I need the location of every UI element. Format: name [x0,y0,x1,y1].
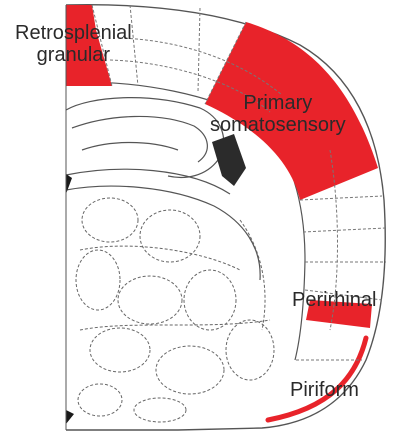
retrosplenial-granular-label: Retrosplenial granular [15,22,132,66]
third-ventricle [66,174,72,194]
lateral-ventricle [212,134,246,186]
primary-somatosensory-label-line2: somatosensory [210,114,346,136]
subcortical-nuclei [76,198,274,422]
retrosplenial-label-line2: granular [15,44,132,66]
piriform-label: Piriform [290,379,359,401]
retrosplenial-label-line1: Retrosplenial [15,22,132,44]
primary-somatosensory-label-line1: Primary [210,92,346,114]
lower-ventricle [66,410,74,424]
primary-somatosensory-label: Primary somatosensory [210,92,346,136]
perirhinal-label: Perirhinal [292,289,376,311]
